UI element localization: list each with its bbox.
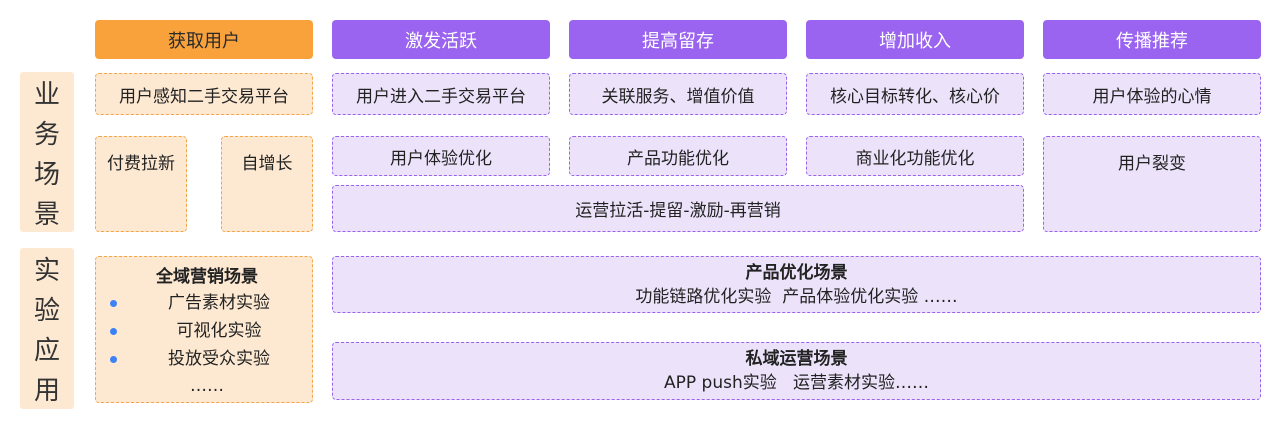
scene-box-activation: 用户进入二手交易平台	[332, 73, 550, 115]
private-scene-title: 私域运营场景	[745, 349, 848, 369]
marketing-scene-box: 全域营销场景 广告素材实验 可视化实验 投放受众实验 ……	[95, 256, 313, 403]
product-scene-title: 产品优化场景	[745, 262, 848, 283]
header-acquisition: 获取用户	[95, 20, 313, 59]
scene-box-retention: 关联服务、增值价值	[569, 73, 787, 115]
commercial-feature-box: 商业化功能优化	[806, 136, 1024, 176]
scene-box-revenue: 核心目标转化、核心价	[806, 73, 1024, 115]
bullet-icon	[110, 300, 117, 307]
side-char: 用	[33, 376, 60, 407]
side-label-experiment: 实 验 应 用	[20, 248, 74, 409]
side-char: 场	[33, 159, 60, 190]
marketing-scene-title: 全域营销场景	[156, 267, 258, 287]
operations-box: 运营拉活-提留-激励-再营销	[332, 185, 1024, 232]
bullet-icon	[110, 356, 117, 363]
marketing-more: ……	[190, 376, 224, 396]
header-revenue: 增加收入	[806, 20, 1024, 59]
side-char: 实	[33, 255, 60, 286]
private-scene-text: APP push实验 运营素材实验……	[664, 373, 929, 393]
side-char: 验	[33, 295, 60, 326]
product-feature-box: 产品功能优化	[569, 136, 787, 176]
side-label-business: 业 务 场 景	[20, 72, 74, 232]
side-char: 务	[33, 119, 60, 150]
bullet-icon	[110, 328, 117, 335]
ux-optimization-box: 用户体验优化	[332, 136, 550, 176]
product-scene-box: 产品优化场景 功能链路优化实验 产品体验优化实验 ……	[332, 256, 1261, 313]
private-scene-box: 私域运营场景 APP push实验 运营素材实验……	[332, 342, 1261, 400]
header-activation: 激发活跃	[332, 20, 550, 59]
side-char: 应	[33, 336, 60, 367]
user-fission-box: 用户裂变	[1043, 136, 1261, 232]
list-item: 广告素材实验	[102, 289, 312, 317]
organic-growth-box: 自增长	[221, 136, 313, 232]
side-char: 景	[33, 199, 60, 230]
scene-box-acquisition: 用户感知二手交易平台	[95, 73, 313, 115]
marketing-list: 广告素材实验 可视化实验 投放受众实验	[102, 289, 312, 373]
scene-box-referral: 用户体验的心情	[1043, 73, 1261, 115]
list-item: 可视化实验	[102, 317, 312, 345]
header-referral: 传播推荐	[1043, 20, 1261, 59]
header-retention: 提高留存	[569, 20, 787, 59]
side-char: 业	[33, 79, 60, 110]
product-scene-text: 功能链路优化实验 产品体验优化实验 ……	[635, 286, 958, 307]
list-item: 投放受众实验	[102, 345, 312, 373]
paid-acquisition-box: 付费拉新	[95, 136, 187, 232]
